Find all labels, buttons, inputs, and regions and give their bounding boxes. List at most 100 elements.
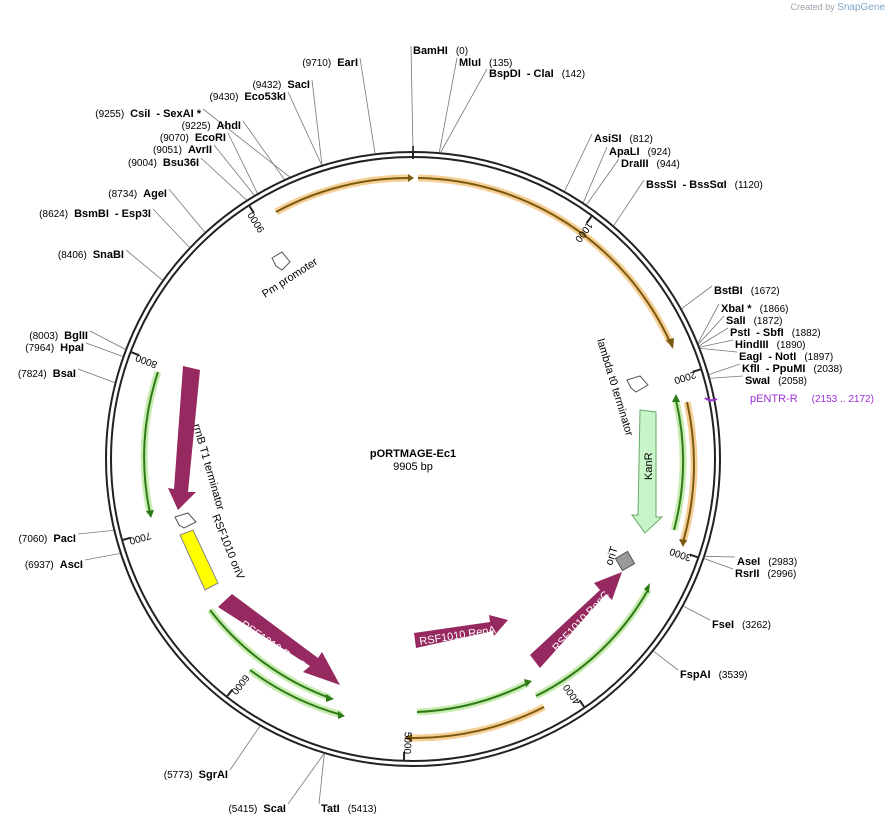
primer-mark xyxy=(704,397,718,402)
site-hpai: (7964)HpaI xyxy=(25,342,84,354)
site-tati: TatI(5413) xyxy=(321,803,377,815)
leader-avrii xyxy=(213,144,255,196)
leader-fsei xyxy=(683,605,711,621)
site-saci: (9432)SacI xyxy=(252,79,310,91)
site-kfli: KflI- PpuMI(2038) xyxy=(742,363,842,375)
lambda-terminator-arrow xyxy=(626,375,649,393)
leader-snabi xyxy=(125,249,163,281)
green-arc-r-head xyxy=(672,394,680,402)
leader-draiii xyxy=(586,158,620,205)
site-avrii: (9051)AvrII xyxy=(153,144,212,156)
tick-label-3000: 3000 xyxy=(668,545,693,563)
leader-asei xyxy=(705,555,736,558)
tick-4000 xyxy=(578,699,585,708)
orange-arc-b-head xyxy=(404,734,412,742)
site-ecori: (9070)EcoRI xyxy=(160,132,226,144)
leader-bsmbi xyxy=(152,208,190,248)
site-swai: SwaI(2058) xyxy=(745,375,807,387)
green-arc-b2 xyxy=(416,682,529,713)
leader-scai xyxy=(287,753,325,805)
green-arc-b1 xyxy=(535,589,649,697)
orit-label: oriT xyxy=(603,545,620,567)
pm-promoter-arrow xyxy=(271,251,291,271)
site-bsssi: BssSI- BssSαI(1120) xyxy=(646,179,763,191)
tick-label-6000: 6000 xyxy=(228,672,251,697)
tick-label-4000: 4000 xyxy=(561,682,583,707)
leader-eagi xyxy=(700,347,738,353)
site-draiii: DraIII(944) xyxy=(621,158,680,170)
green-arc-b2-glow xyxy=(416,679,530,716)
leader-saci xyxy=(311,79,323,165)
site-eari: (9710)EarI xyxy=(302,57,358,69)
site-bspdi: BspDI- ClaI(142) xyxy=(489,68,585,80)
leader-xbai xyxy=(697,303,720,343)
site-eco53ki: (9430)Eco53kI xyxy=(210,91,287,103)
leader-bstbi xyxy=(681,285,713,309)
site-agei: (8734)AgeI xyxy=(108,188,167,200)
leader-csii xyxy=(202,108,290,178)
leader-asisi xyxy=(564,133,593,192)
site-bstbi: BstBI(1672) xyxy=(714,285,780,297)
site-asisi: AsiSI(812) xyxy=(594,133,653,145)
site-snabi: (8406)SnaBI xyxy=(58,249,124,261)
leader-eco53ki xyxy=(287,91,322,166)
site-leader-lines xyxy=(77,45,744,805)
leader-agei xyxy=(168,188,205,233)
rrnb-terminator-arrow xyxy=(174,512,197,529)
plasmid-length: 9905 bp xyxy=(393,461,433,473)
site-scai: (5415)ScaI xyxy=(228,803,286,815)
leader-bglii xyxy=(89,330,126,350)
credit-prefix: Created by xyxy=(790,2,835,12)
orange-arc-1 xyxy=(275,177,409,213)
oriv-box xyxy=(179,529,219,591)
tick-8000 xyxy=(131,351,140,357)
tick-label-5000: 5000 xyxy=(401,732,413,755)
site-labels: BamHI(0)MluI(135)BspDI- ClaI(142)AsiSI(8… xyxy=(18,45,874,815)
leader-fspai xyxy=(653,650,679,671)
orange-arc-b xyxy=(409,706,545,740)
leader-eari xyxy=(359,57,376,154)
xyls-label: XylS xyxy=(167,397,181,421)
site-hindiii: HindIII(1890) xyxy=(735,339,806,351)
leader-bamhi xyxy=(410,45,414,152)
leader-hindiii xyxy=(699,339,734,348)
site-xbai: XbaI *(1866) xyxy=(721,303,788,315)
plasmid-name: pORTMAGE-Ec1 xyxy=(370,448,456,460)
site-fspai: FspAI(3539) xyxy=(680,669,747,681)
leader-tati xyxy=(318,753,325,805)
orit-box xyxy=(614,550,636,572)
tick-label-2000: 2000 xyxy=(672,368,697,385)
snapgene-credit: Created by SnapGene xyxy=(791,2,885,13)
site-csii: (9255)CsiI- SexAI * xyxy=(95,108,201,120)
leader-paci xyxy=(77,529,114,535)
site-ahdi: (9225)AhdI xyxy=(182,120,241,132)
green-arc-lb1 xyxy=(209,609,331,699)
green-arc-lb2 xyxy=(249,669,343,716)
site-bsai: (7824)BsaI xyxy=(18,368,76,380)
leader-mlui xyxy=(438,57,458,153)
tick-label-8000: 8000 xyxy=(134,351,159,369)
orange-arc-1-head xyxy=(408,174,414,182)
green-arc-r xyxy=(673,399,685,531)
leader-ecori xyxy=(227,132,258,194)
tick-9000 xyxy=(248,205,255,214)
rrnb-label: rrnB T1 terminator xyxy=(190,423,226,512)
leader-sgrai xyxy=(229,725,261,771)
kanr-label: KanR xyxy=(643,452,655,480)
tick-label-9000: 9000 xyxy=(246,209,268,234)
orange-arc-3-head xyxy=(679,539,687,547)
tick-marks xyxy=(122,146,701,760)
site-bglii: (8003)BglII xyxy=(29,330,88,342)
green-arc-lb1-head xyxy=(326,694,334,702)
site-bamhi: BamHI(0) xyxy=(413,45,468,57)
site-asci: (6937)AscI xyxy=(25,559,83,571)
tick-2000 xyxy=(692,368,701,373)
repc-arrow xyxy=(530,572,622,668)
orange-arc-1-glow xyxy=(274,174,409,216)
tick-7000 xyxy=(122,536,132,541)
leader-bsu36i xyxy=(200,157,247,201)
orange-arc-2-glow xyxy=(417,174,674,344)
leader-asci xyxy=(84,553,120,561)
green-arc-l xyxy=(143,371,159,514)
